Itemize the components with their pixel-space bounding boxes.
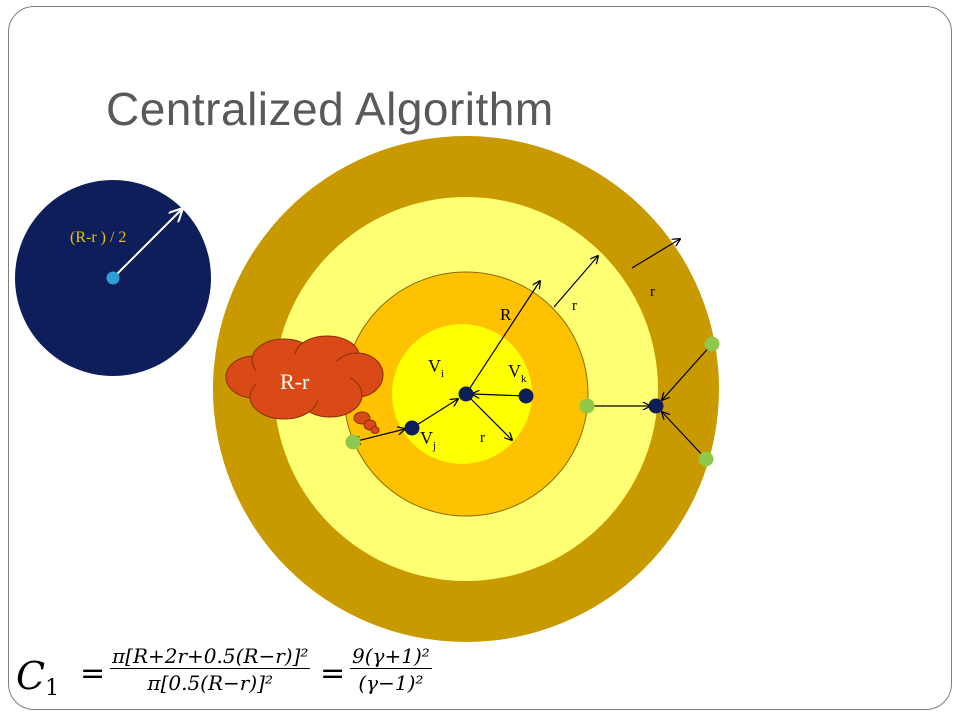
label-r-inner: r [480, 430, 485, 446]
radius-r-arrow-outer [631, 239, 680, 269]
node-vi [458, 386, 474, 402]
green-node-middle [579, 398, 595, 414]
label-vi: Vi [428, 356, 444, 380]
label-R: R [500, 305, 512, 324]
radius-r-arrow-inner [465, 393, 512, 440]
vj-to-vi-arrow [411, 399, 458, 429]
node-right [648, 398, 664, 414]
label-vj: Vj [420, 428, 436, 452]
green-node-bottom [698, 451, 714, 467]
fraction-2-denominator: (γ−1)² [350, 668, 432, 695]
edge-vj-green [353, 429, 405, 442]
slide-title: Centralized Algorithm [106, 83, 554, 135]
formula-equals-2: = [320, 656, 346, 691]
cloud-shape [225, 335, 384, 434]
cloud-label: R-r [280, 369, 310, 394]
node-vj [404, 420, 420, 436]
label-r-middle: r [572, 298, 577, 314]
vk-to-vi-arrow [472, 394, 527, 396]
formula: C1 = π[R+2r+0.5(R−r)]² π[0.5(R−r)]² = 9(… [14, 640, 454, 710]
small-circle-label: (R-r ) / 2 [70, 229, 126, 246]
green-top-to-node-arrow [662, 343, 713, 400]
formula-fraction-2: 9(γ+1)² (γ−1)² [350, 644, 432, 695]
formula-lhs: C1 [16, 654, 60, 701]
fraction-1-denominator: π[0.5(R−r)]² [110, 668, 311, 695]
radius-arrow-small [112, 209, 182, 279]
green-node-top [704, 336, 720, 352]
node-vk [518, 388, 534, 404]
fraction-1-numerator: π[R+2r+0.5(R−r)]² [112, 644, 309, 668]
fraction-2-numerator: 9(γ+1)² [352, 644, 430, 668]
radius-R-arrow [465, 281, 540, 395]
center-point [106, 271, 120, 285]
formula-equals-1: = [80, 656, 106, 691]
green-node-left [345, 434, 361, 450]
label-vk: Vk [508, 361, 527, 385]
label-r-outer: r [650, 284, 655, 300]
formula-fraction-1: π[R+2r+0.5(R−r)]² π[0.5(R−r)]² [110, 644, 311, 695]
radius-r-arrow-middle [553, 256, 598, 308]
green-bottom-to-node-arrow [662, 412, 707, 460]
